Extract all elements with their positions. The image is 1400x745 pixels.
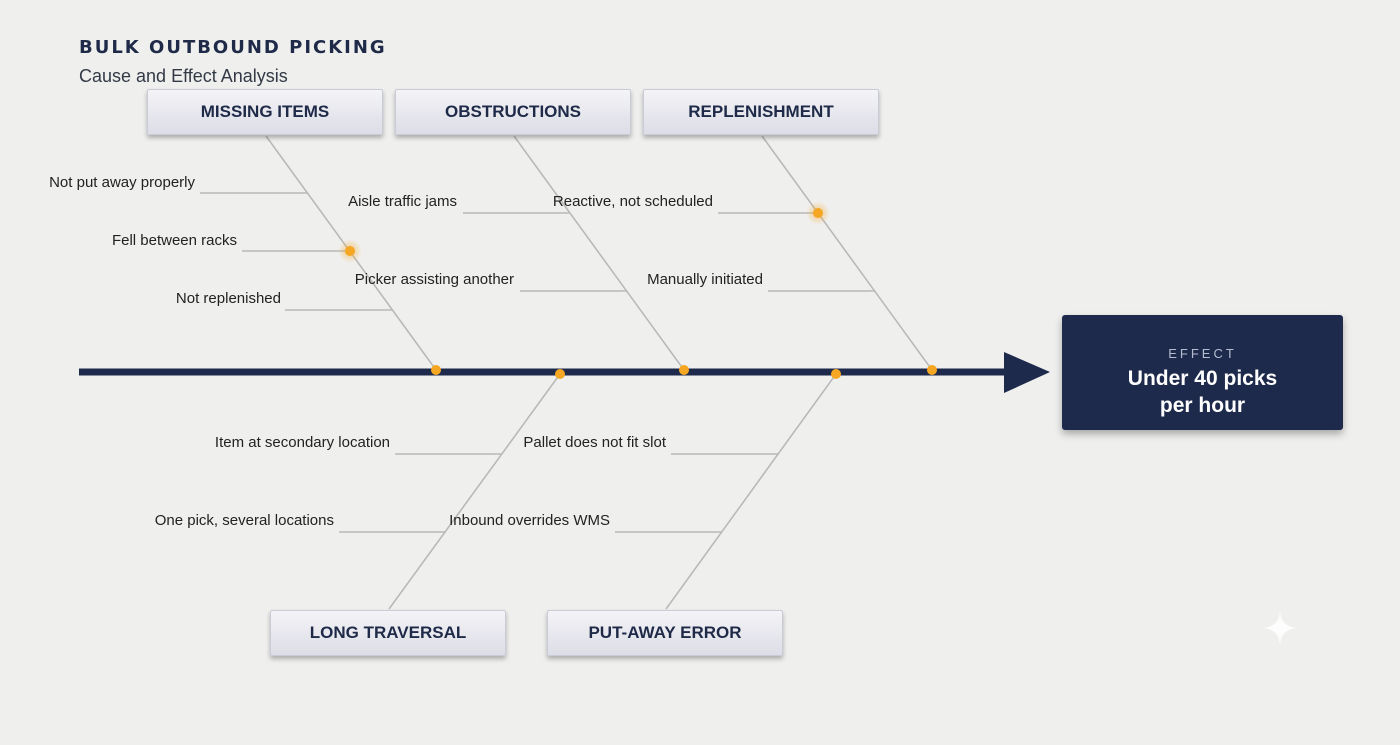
- highlight-dot: [813, 208, 823, 218]
- cause-label: Fell between racks: [111, 232, 237, 249]
- cause-label: Manually initiated: [647, 271, 763, 288]
- category-obstructions: OBSTRUCTIONS: [395, 89, 631, 135]
- bone-long-traversal: [339, 373, 561, 610]
- junction-dot: [679, 365, 689, 375]
- junction-dot: [831, 369, 841, 379]
- diagram-subtitle: Cause and Effect Analysis: [79, 66, 288, 86]
- cause-label: Reactive, not scheduled: [552, 193, 713, 210]
- spine-arrowhead: [1004, 352, 1050, 393]
- effect-label: EFFECT: [1168, 346, 1237, 361]
- bone-put-away-error: [615, 373, 837, 610]
- cause-label: Aisle traffic jams: [348, 193, 457, 210]
- junction-dot: [431, 365, 441, 375]
- category-missing-items: MISSING ITEMS: [147, 89, 383, 135]
- diagram-title: BULK OUTBOUND PICKING: [79, 37, 387, 58]
- category-replenishment: REPLENISHMENT: [643, 89, 879, 135]
- cause-label: Pallet does not fit slot: [523, 434, 666, 451]
- category-long-traversal: LONG TRAVERSAL: [270, 610, 506, 656]
- effect-box: EFFECT Under 40 picks per hour: [1062, 315, 1343, 430]
- cause-label: Not replenished: [175, 290, 281, 307]
- highlight-dot: [345, 246, 355, 256]
- cause-label: Not put away properly: [49, 174, 195, 191]
- cause-label: Inbound overrides WMS: [449, 512, 610, 529]
- cause-label: One pick, several locations: [154, 512, 334, 529]
- bone-missing-items: [200, 135, 437, 371]
- cause-label: Picker assisting another: [354, 271, 514, 288]
- junction-dot: [555, 369, 565, 379]
- bone-obstructions: [463, 135, 685, 371]
- cause-label: Item at secondary location: [214, 434, 390, 451]
- sparkle-icon: [1264, 612, 1296, 644]
- effect-text: Under 40 picks per hour: [1127, 367, 1278, 417]
- bone-replenishment: [718, 135, 933, 371]
- junction-dot: [927, 365, 937, 375]
- category-put-away-error: PUT-AWAY ERROR: [547, 610, 783, 656]
